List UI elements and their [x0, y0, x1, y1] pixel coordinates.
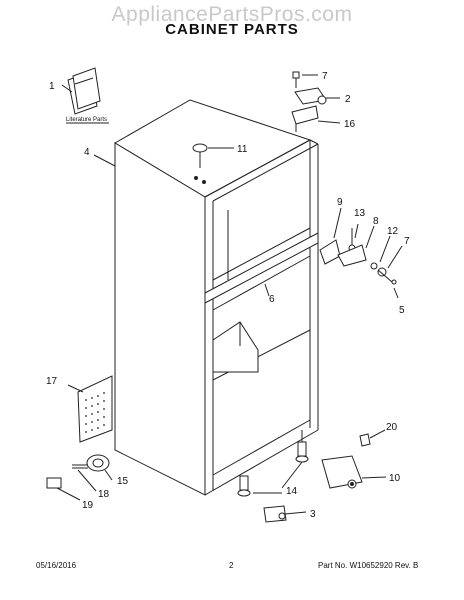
callout-11: 11 — [237, 144, 248, 155]
leveling-legs — [237, 430, 309, 497]
rear-access-cover — [77, 375, 113, 443]
middle-hinge-assembly — [319, 228, 397, 285]
callout-3: 3 — [310, 509, 316, 520]
callout-18: 18 — [98, 489, 110, 500]
callout-4: 4 — [84, 147, 90, 158]
watermark: AppliancePartsPros.com — [111, 3, 353, 26]
callout-2: 2 — [345, 94, 351, 105]
leveling-leg-assembly — [46, 454, 110, 489]
callout-13: 13 — [354, 208, 366, 219]
screw-part-20 — [359, 433, 371, 447]
callout-14: 14 — [286, 486, 298, 497]
callout-17: 17 — [46, 376, 58, 387]
literature-label: Literature Parts — [66, 117, 107, 123]
literature-parts-booklet — [67, 67, 101, 115]
callout-7-middle: 7 — [404, 236, 410, 247]
page-title: CABINET PARTS — [165, 21, 299, 38]
callout-7-top: 7 — [322, 71, 328, 82]
top-hinge-assembly — [291, 71, 327, 132]
grill-pattern — [85, 392, 105, 433]
footer-date: 05/16/2016 — [36, 561, 77, 570]
footer-page-number: 2 — [229, 561, 234, 570]
callout-8: 8 — [373, 216, 379, 227]
front-roller — [263, 505, 287, 523]
callout-12: 12 — [387, 226, 399, 237]
callout-10: 10 — [389, 473, 401, 484]
footer-part-number: Part No. W10652920 Rev. B — [318, 561, 419, 570]
callout-19: 19 — [82, 500, 94, 511]
leader-lines — [56, 74, 403, 515]
callout-1: 1 — [49, 81, 55, 92]
callout-9: 9 — [337, 197, 343, 208]
center-hinge-pin — [192, 143, 208, 184]
callout-15: 15 — [117, 476, 129, 487]
leader-1 — [61, 84, 73, 93]
callout-16: 16 — [344, 119, 356, 130]
callout-5: 5 — [399, 305, 405, 316]
refrigerator-cabinet — [114, 99, 319, 496]
roller-bracket — [321, 455, 363, 489]
callout-6: 6 — [269, 294, 275, 305]
callout-20: 20 — [386, 422, 398, 433]
